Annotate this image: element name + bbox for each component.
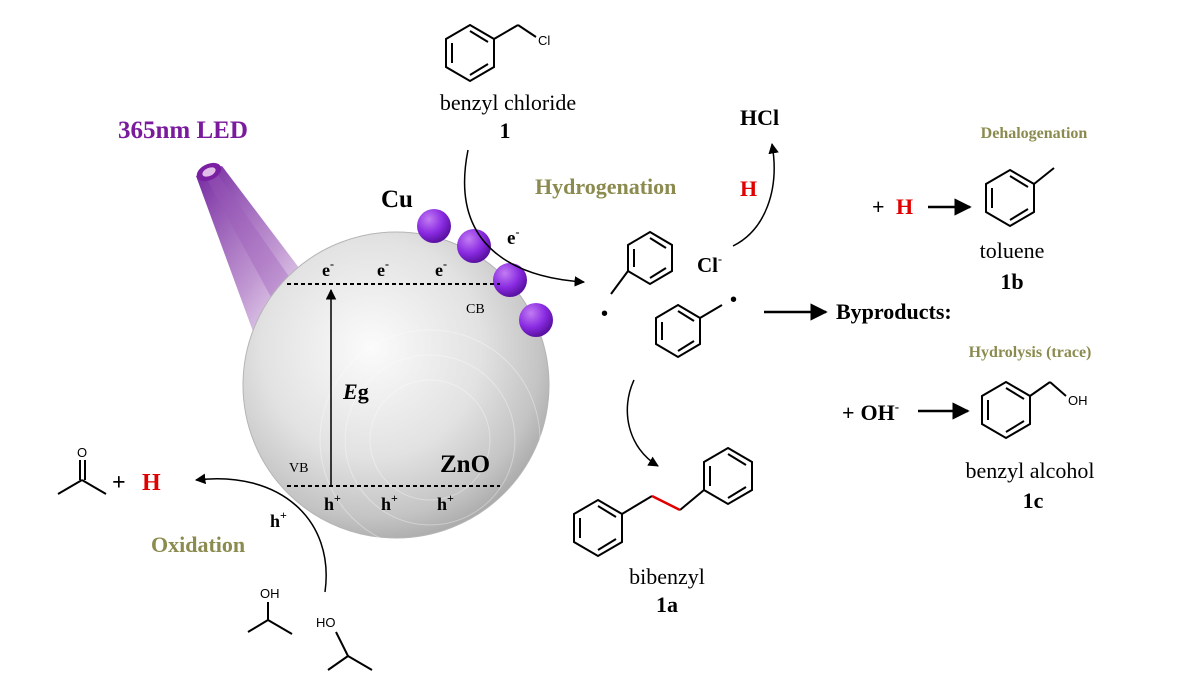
h-atom-hydrogenation: H xyxy=(740,176,757,201)
isopropanol-2-ho-atom: HO xyxy=(316,615,336,630)
zno-particle xyxy=(242,231,550,539)
cu-nanoparticles xyxy=(417,209,553,337)
hydrogenation-label: Hydrogenation xyxy=(535,174,676,199)
chloride-ion-label: Cl- xyxy=(697,252,722,277)
reactant-name: benzyl chloride xyxy=(440,90,576,115)
oxidation-arrow xyxy=(194,473,327,593)
oxidation-plus: + xyxy=(112,470,126,496)
toluene-structure xyxy=(985,167,1055,228)
benzyl-alcohol-number: 1c xyxy=(1023,488,1044,513)
bibenzyl-number: 1a xyxy=(656,592,678,617)
svg-text:e-: e- xyxy=(435,257,447,280)
toluene-plus: + xyxy=(872,194,885,219)
hydrolysis-label: Hydrolysis (trace) xyxy=(969,344,1092,361)
hcl-formation-arrow xyxy=(732,142,779,247)
benzyl-radical-1-structure xyxy=(610,230,673,295)
coupling-arrow xyxy=(626,379,659,467)
cb-label: CB xyxy=(466,302,485,317)
benzyl-alcohol-name: benzyl alcohol xyxy=(966,458,1095,483)
cu-label: Cu xyxy=(381,186,413,213)
zno-label: ZnO xyxy=(440,451,490,478)
toluene-name: toluene xyxy=(980,238,1045,263)
electron-transfer-label: e- xyxy=(507,225,519,249)
h-atom-oxidation: H xyxy=(142,470,161,496)
toluene-number: 1b xyxy=(1000,269,1023,294)
band-gap-label: Eg xyxy=(342,379,369,404)
cb-electrons: e- e- e- xyxy=(322,257,447,280)
led-lamp-icon xyxy=(196,162,222,182)
byproducts-label: Byproducts: xyxy=(836,299,952,324)
svg-text:h+: h+ xyxy=(437,491,454,514)
svg-text:h+: h+ xyxy=(381,491,398,514)
bibenzyl-structure xyxy=(573,446,753,558)
electron-transfer-arrow xyxy=(463,149,586,287)
benzyl-radical-2-structure xyxy=(655,303,723,359)
acetone-structure xyxy=(57,460,107,495)
svg-text:e-: e- xyxy=(322,257,334,280)
benzyl-alcohol-oh-atom: OH xyxy=(1068,393,1088,408)
vb-holes: h+ h+ h+ xyxy=(324,491,454,514)
isopropanol-1-oh-atom: OH xyxy=(260,586,280,601)
led-label: 365nm LED xyxy=(118,117,248,144)
radical-dot-2: • xyxy=(730,289,737,311)
bibenzyl-new-bond xyxy=(651,494,681,512)
oxidation-label: Oxidation xyxy=(151,532,245,557)
isopropanol-2-structure xyxy=(327,631,373,671)
dehalogenation-label: Dehalogenation xyxy=(981,125,1088,142)
oxidation-hole-label: h+ xyxy=(270,508,287,531)
benzyl-chloride-structure xyxy=(445,23,537,83)
benzyl-chloride-cl-atom: Cl xyxy=(538,33,550,48)
vb-label: VB xyxy=(289,461,308,476)
hcl-label: HCl xyxy=(740,105,779,130)
svg-text:h+: h+ xyxy=(324,491,341,514)
radical-dot-1: • xyxy=(601,303,608,325)
isopropanol-1-structure xyxy=(247,602,293,635)
h-atom-dehalogenation: H xyxy=(896,194,913,219)
acetone-o-atom: O xyxy=(77,445,87,460)
svg-text:e-: e- xyxy=(377,257,389,280)
benzyl-alcohol-structure xyxy=(981,380,1067,440)
sphere-shading-rings xyxy=(319,329,541,551)
bibenzyl-name: bibenzyl xyxy=(629,564,705,589)
hydroxide-term: +OH- xyxy=(842,399,899,425)
reactant-number: 1 xyxy=(500,118,511,143)
